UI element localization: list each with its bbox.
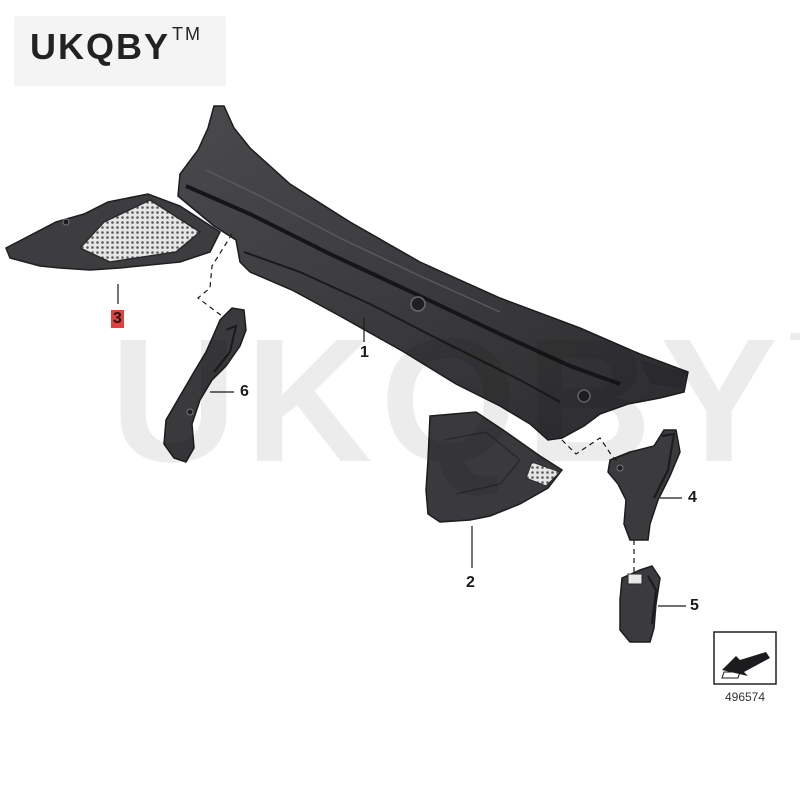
callout-6: 6 [240,383,249,400]
part-6-bracket [163,307,247,463]
callout-4: 4 [688,489,697,506]
part-5-bracket [619,565,661,643]
callout-3: 3 [111,310,124,328]
part-2-lower-cover [425,411,564,523]
part-3-mesh-cover [5,193,221,271]
brand-logo-box [14,16,226,86]
callout-1: 1 [360,344,369,361]
callout-2: 2 [466,574,475,591]
part-1-cowl-panel [177,105,689,441]
brand-trademark: TM [172,24,203,44]
assembly-lines [197,233,635,574]
reference-number: 496574 [724,690,766,704]
callout-5: 5 [690,597,699,614]
reference-icon [713,631,777,685]
brand-name: UKQBY [30,26,171,67]
part-4-bracket [607,429,681,541]
leader-lines [117,284,686,607]
